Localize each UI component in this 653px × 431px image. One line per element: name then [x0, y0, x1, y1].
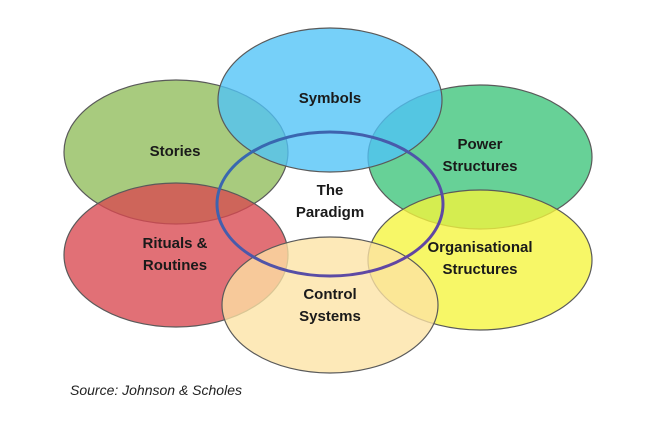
symbols-label: Symbols	[298, 90, 362, 107]
center-label: The Paradigm	[295, 182, 365, 221]
source-caption: Source: Johnson & Scholes	[70, 382, 242, 398]
control-systems-circle	[221, 236, 439, 374]
rituals-routines-label: Rituals & Routines	[142, 235, 208, 274]
stories-label: Stories	[149, 143, 201, 160]
organisational-structures-label: Organisational Structures	[427, 239, 533, 278]
paradigm-ring	[215, 130, 445, 278]
control-systems-label: Control Systems	[299, 286, 361, 325]
power-structures-label: Power Structures	[442, 136, 518, 175]
symbols-circle	[217, 27, 443, 173]
